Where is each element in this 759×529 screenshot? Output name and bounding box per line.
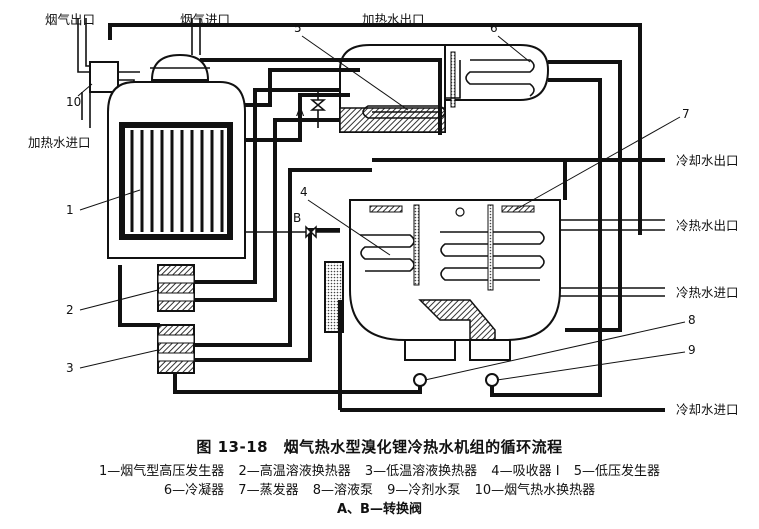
callout-valve-a: A <box>296 105 305 119</box>
absorber-evaporator-shell <box>349 158 567 361</box>
legend-item: 5—低压发生器 <box>573 464 660 479</box>
low-temp-solution-exchanger <box>157 324 195 374</box>
callout-valve-b: B <box>293 211 301 225</box>
label-flue-in: 烟气进口 <box>180 12 230 27</box>
label-cooling-water-out: 冷却水出口 <box>676 153 739 168</box>
high-temp-solution-exchanger <box>157 264 195 312</box>
label-cooling-water-in: 冷却水进口 <box>676 402 739 417</box>
absorber-coil <box>360 204 420 286</box>
label-chilled-water-in: 冷热水进口 <box>676 285 739 300</box>
legend-row-1: 1—烟气型高压发生器 2—高温溶液换热器 3—低温溶液换热器 4—吸收器 I 5… <box>0 462 759 481</box>
callout-leaders <box>77 35 686 381</box>
callout-8: 8 <box>688 313 696 327</box>
legend-item: 8—溶液泵 <box>312 483 373 498</box>
callout-4: 4 <box>300 185 308 199</box>
label-flue-out: 烟气出口 <box>45 12 95 27</box>
label-heated-water-out: 加热水出口 <box>362 12 425 27</box>
legend-item: 4—吸收器 I <box>491 464 560 479</box>
legend-item: 6—冷凝器 <box>163 483 225 498</box>
figure-caption: 图 13-18 烟气热水型溴化锂冷热水机组的循环流程 1—烟气型高压发生器 2—… <box>0 436 759 520</box>
valve-b <box>305 225 317 239</box>
legend-item: 2—高温溶液换热器 <box>238 464 351 479</box>
legend-item: 3—低温溶液换热器 <box>364 464 478 479</box>
callout-10: 10 <box>66 95 81 109</box>
solution-pump <box>413 373 427 387</box>
callout-1: 1 <box>66 203 74 217</box>
callout-5: 5 <box>294 21 302 35</box>
callout-2: 2 <box>66 303 74 317</box>
legend-item: 9—冷剂水泵 <box>387 483 461 498</box>
label-heated-water-in: 加热水进口 <box>28 135 91 150</box>
valve-a <box>309 99 327 111</box>
label-chilled-water-out: 冷热水出口 <box>676 218 739 233</box>
callout-7: 7 <box>682 107 690 121</box>
valve-note: A、B—转换阀 <box>337 502 422 517</box>
figure-title: 图 13-18 烟气热水型溴化锂冷热水机组的循环流程 <box>196 438 563 456</box>
legend-item: 10—烟气热水换热器 <box>474 483 596 498</box>
legend-item: 7—蒸发器 <box>238 483 299 498</box>
legend-row-2: 6—冷凝器 7—蒸发器 8—溶液泵 9—冷剂水泵 10—烟气热水换热器 <box>0 481 759 500</box>
flow-diagram: 烟气出口 烟气进口 加热水出口 加热水进口 冷却水出口 冷热水出口 冷热水进口 … <box>28 12 739 417</box>
callout-3: 3 <box>66 361 74 375</box>
piping <box>108 23 665 412</box>
condenser <box>444 44 550 108</box>
callout-9: 9 <box>688 343 696 357</box>
callout-6: 6 <box>490 21 498 35</box>
refrigerant-pump <box>485 373 499 387</box>
high-pressure-generator <box>107 18 246 259</box>
legend-item: 1—烟气型高压发生器 <box>99 464 225 479</box>
evaporator-coil <box>440 204 545 291</box>
